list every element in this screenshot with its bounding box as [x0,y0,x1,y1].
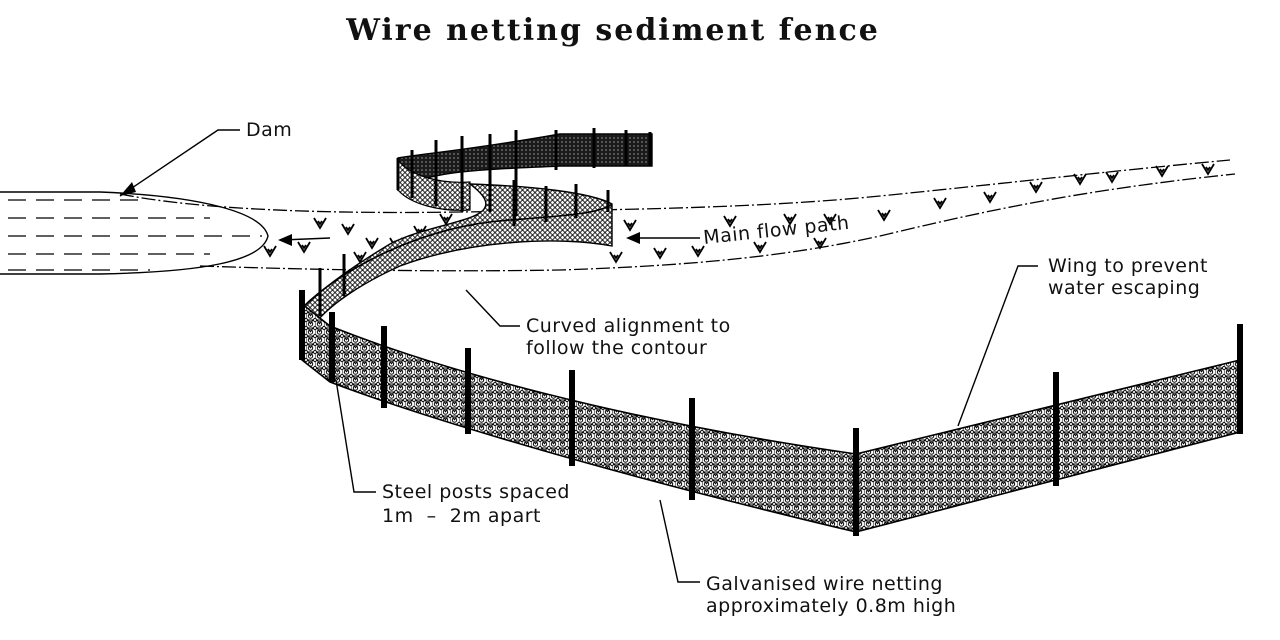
steel-post [592,128,596,168]
vegetation-mark [1073,173,1087,186]
steel-post [329,312,335,382]
steel-posts-near [299,290,1243,536]
vegetation-mark [933,197,947,210]
vegetation-mark [1201,163,1215,176]
steel-post [606,190,610,212]
steel-post [465,348,471,434]
posts-label-line-1: Steel posts spaced [382,481,570,503]
steel-post [318,268,322,316]
flow-arrow-right [626,232,700,244]
wing-label: Wing to prevent water escaping [1048,255,1215,299]
steel-post [569,370,575,466]
vegetation-mark [365,237,379,250]
netting-label-line-1: Galvanised wire netting [706,573,943,595]
vegetation-mark [439,213,453,226]
vegetation-mark [1105,171,1119,184]
vegetation-mark [813,237,827,250]
steel-post [410,150,414,198]
steel-post [853,428,859,536]
vegetation-mark [1155,165,1169,178]
curved-label-line-1: Curved alignment to [526,315,731,337]
vegetation-mark [263,245,277,258]
diagram-title: Wire netting sediment fence [345,13,880,48]
posts-label-line-2: 1m – 2m apart [382,505,541,527]
steel-post [299,290,305,360]
vegetation-mark [983,191,997,204]
vegetation-mark [297,241,311,254]
steel-post [396,158,400,190]
steel-posts-label: Steel posts spaced 1m – 2m apart [382,481,577,527]
vegetation-mark [653,247,667,260]
steel-post [488,134,492,212]
netting-label-line-2: approximately 0.8m high [706,595,956,617]
steel-post [381,326,387,408]
steel-post [648,132,652,166]
steel-post [689,398,695,500]
vegetation-mark [783,213,797,226]
steel-post [342,254,346,296]
steel-post [574,184,578,218]
vegetation-mark [623,219,637,232]
steel-posts-far [318,128,652,316]
wire-netting-label: Galvanised wire netting approximately 0.… [706,573,956,617]
wing-label-line-2: water escaping [1048,277,1200,299]
curved-label-line-2: follow the contour [526,337,707,359]
curved-alignment-label: Curved alignment to follow the contour [526,315,737,359]
leader-lines [119,129,1038,583]
steel-post [554,130,558,170]
vegetation-mark [313,217,327,230]
steel-post [1053,372,1059,486]
vegetation-mark [609,251,623,264]
vegetation-mark [823,213,837,226]
vegetation-mark [753,241,767,254]
steel-post [544,186,548,222]
curved-fence-section [300,183,613,321]
steel-post [1237,324,1243,434]
dam-label: Dam [246,119,292,141]
vegetation-mark [353,251,367,264]
flow-arrow-left [278,234,331,246]
vegetation-mark [877,209,891,222]
vegetation-mark [691,245,705,258]
flow-path-vegetation-marks [263,163,1215,264]
wing-label-line-1: Wing to prevent [1048,255,1208,277]
dam-pond [0,191,269,275]
steel-post [512,180,516,226]
steel-post [624,130,628,166]
vegetation-mark [341,223,355,236]
wing-fence-panel [855,358,1241,534]
far-fence-section [397,133,653,211]
vegetation-mark [723,215,737,228]
steel-post [460,136,464,212]
steel-post [434,140,438,206]
steel-post [514,130,518,216]
vegetation-mark [1029,181,1043,194]
